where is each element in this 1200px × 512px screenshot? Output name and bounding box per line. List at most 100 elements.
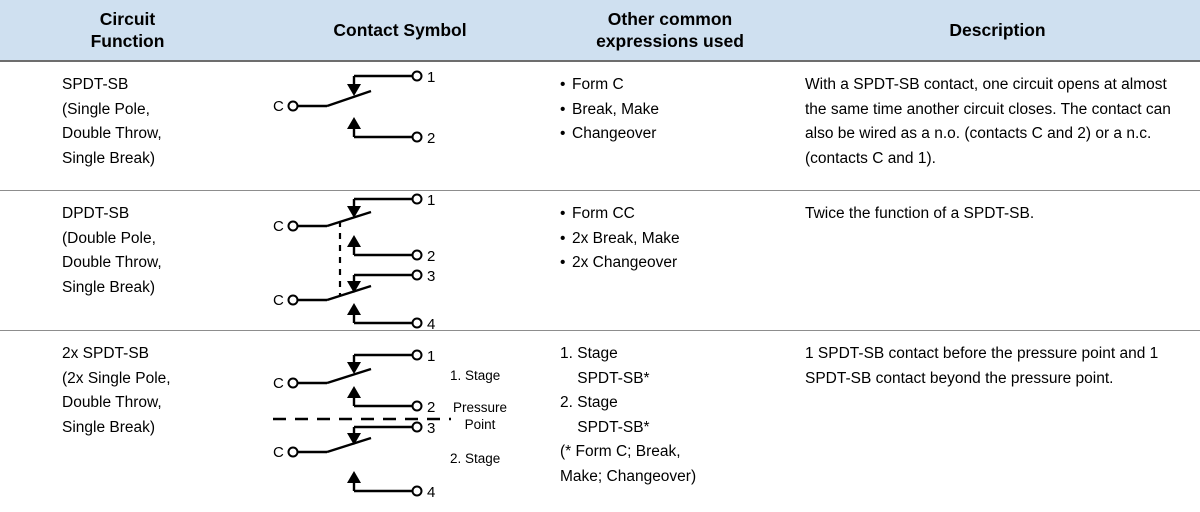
terminal-circle-c bbox=[287, 100, 299, 112]
dpdt-sb-svg: C 1 2 C bbox=[273, 192, 435, 331]
function-line: Single Break) bbox=[62, 418, 156, 436]
terminal-label-c: C bbox=[273, 218, 284, 235]
terminal-circle-c bbox=[287, 377, 299, 389]
terminal-label-c: C bbox=[273, 444, 284, 461]
terminal-label-2: 2 bbox=[427, 130, 435, 147]
function-line: (Single Pole, bbox=[62, 100, 150, 118]
function-line: Double Throw, bbox=[62, 394, 162, 411]
cell-circuit-function: SPDT-SB (Single Pole, Double Throw, Sing… bbox=[0, 62, 255, 190]
list-item: SPDT-SB* bbox=[560, 418, 650, 436]
up-arrow-icon bbox=[347, 117, 361, 129]
description-text: With a SPDT-SB contact, one circuit open… bbox=[805, 76, 1171, 167]
table-row: 2x SPDT-SB (2x Single Pole, Double Throw… bbox=[0, 331, 1200, 512]
cell-other-expressions: Form CC 2x Break, Make 2x Changeover bbox=[545, 191, 795, 330]
list-item: 2. Stage bbox=[560, 394, 618, 411]
list-item: Make; Changeover) bbox=[560, 467, 697, 485]
down-arrow-icon bbox=[347, 281, 361, 293]
function-line: Single Break) bbox=[62, 149, 156, 167]
table-row: DPDT-SB (Double Pole, Double Throw, Sing… bbox=[0, 191, 1200, 331]
terminal-circle-3 bbox=[411, 421, 423, 433]
table-row: SPDT-SB (Single Pole, Double Throw, Sing… bbox=[0, 62, 1200, 191]
cell-description: With a SPDT-SB contact, one circuit open… bbox=[795, 62, 1200, 190]
list-item: Form C bbox=[560, 73, 787, 98]
expressions-list: Form C Break, Make Changeover bbox=[560, 73, 787, 147]
terminal-circle-2 bbox=[411, 131, 423, 143]
column-header-label: Contact Symbol bbox=[333, 19, 467, 40]
description-text: Twice the function of a SPDT-SB. bbox=[805, 205, 1035, 222]
expressions-list: Form CC 2x Break, Make 2x Changeover bbox=[560, 202, 787, 276]
cell-description: Twice the function of a SPDT-SB. bbox=[795, 191, 1200, 330]
down-arrow-icon bbox=[347, 84, 361, 96]
two-stage-spdt-symbol-diagram: C 1 2 C bbox=[255, 331, 545, 512]
up-arrow-icon bbox=[347, 386, 361, 398]
function-line: (2x Single Pole, bbox=[62, 369, 171, 387]
function-line: Double Throw, bbox=[62, 125, 162, 142]
switch-blade bbox=[326, 436, 372, 454]
cell-contact-symbol: C 1 2 bbox=[255, 62, 545, 190]
terminal-label-2: 2 bbox=[427, 399, 435, 416]
terminal-circle-3 bbox=[411, 269, 423, 281]
down-arrow-icon bbox=[347, 433, 361, 445]
terminal-label-c: C bbox=[273, 375, 284, 392]
up-arrow-icon bbox=[347, 303, 361, 315]
list-item: Form CC bbox=[560, 202, 787, 227]
function-line: 2x SPDT-SB bbox=[62, 345, 149, 362]
terminal-label-1: 1 bbox=[427, 192, 435, 209]
up-arrow-icon bbox=[347, 235, 361, 247]
down-arrow-icon bbox=[347, 206, 361, 218]
cell-circuit-function: DPDT-SB (Double Pole, Double Throw, Sing… bbox=[0, 191, 255, 330]
terminal-label-4: 4 bbox=[427, 316, 435, 331]
terminal-circle-c bbox=[287, 446, 299, 458]
switch-blade bbox=[326, 284, 372, 302]
cell-description: 1 SPDT-SB contact before the pressure po… bbox=[795, 331, 1200, 512]
terminal-circle-1 bbox=[411, 193, 423, 205]
stage-1-label: 1. Stage bbox=[450, 368, 501, 383]
list-item: Break, Make bbox=[560, 98, 787, 123]
two-stage-spdt-svg: C 1 2 C bbox=[273, 348, 451, 501]
list-item: 2x Break, Make bbox=[560, 227, 787, 252]
spdt-sb-symbol-diagram: C 1 2 bbox=[255, 62, 545, 190]
terminal-label-1: 1 bbox=[427, 69, 435, 86]
stage-2-label: 2. Stage bbox=[450, 451, 501, 466]
list-item: SPDT-SB* bbox=[560, 369, 650, 387]
terminal-label-c: C bbox=[273, 98, 284, 115]
terminal-circle-4 bbox=[411, 485, 423, 497]
terminal-circle-4 bbox=[411, 317, 423, 329]
function-line: (Double Pole, bbox=[62, 229, 156, 247]
function-line: DPDT-SB bbox=[62, 205, 130, 222]
function-line: SPDT-SB bbox=[62, 76, 129, 93]
switch-blade bbox=[326, 210, 372, 228]
terminal-label-2: 2 bbox=[427, 248, 435, 265]
terminal-circle-2 bbox=[411, 249, 423, 261]
column-header-contact-symbol: Contact Symbol bbox=[255, 0, 545, 60]
terminal-label-3: 3 bbox=[427, 420, 435, 437]
column-header-label: Description bbox=[949, 19, 1046, 40]
list-item: Changeover bbox=[560, 122, 787, 147]
function-line: Double Throw, bbox=[62, 254, 162, 271]
list-item: (* Form C; Break, bbox=[560, 443, 681, 460]
dpdt-sb-symbol-diagram: C 1 2 C bbox=[255, 191, 545, 331]
terminal-label-3: 3 bbox=[427, 268, 435, 285]
cell-other-expressions: 1. Stage SPDT-SB* 2. Stage SPDT-SB* (* F… bbox=[545, 331, 795, 512]
up-arrow-icon bbox=[347, 471, 361, 483]
terminal-circle-c bbox=[287, 220, 299, 232]
description-text: 1 SPDT-SB contact before the pressure po… bbox=[805, 345, 1159, 387]
expressions-list: 1. Stage SPDT-SB* 2. Stage SPDT-SB* (* F… bbox=[560, 342, 787, 489]
terminal-label-4: 4 bbox=[427, 484, 435, 501]
list-item: 2x Changeover bbox=[560, 251, 787, 276]
function-line: Single Break) bbox=[62, 278, 156, 296]
terminal-label-c: C bbox=[273, 292, 284, 309]
terminal-label-1: 1 bbox=[427, 348, 435, 365]
cell-contact-symbol: C 1 2 C bbox=[255, 331, 545, 512]
cell-other-expressions: Form C Break, Make Changeover bbox=[545, 62, 795, 190]
terminal-circle-1 bbox=[411, 70, 423, 82]
cell-circuit-function: 2x SPDT-SB (2x Single Pole, Double Throw… bbox=[0, 331, 255, 512]
terminal-circle-2 bbox=[411, 400, 423, 412]
column-header-description: Description bbox=[795, 0, 1200, 60]
